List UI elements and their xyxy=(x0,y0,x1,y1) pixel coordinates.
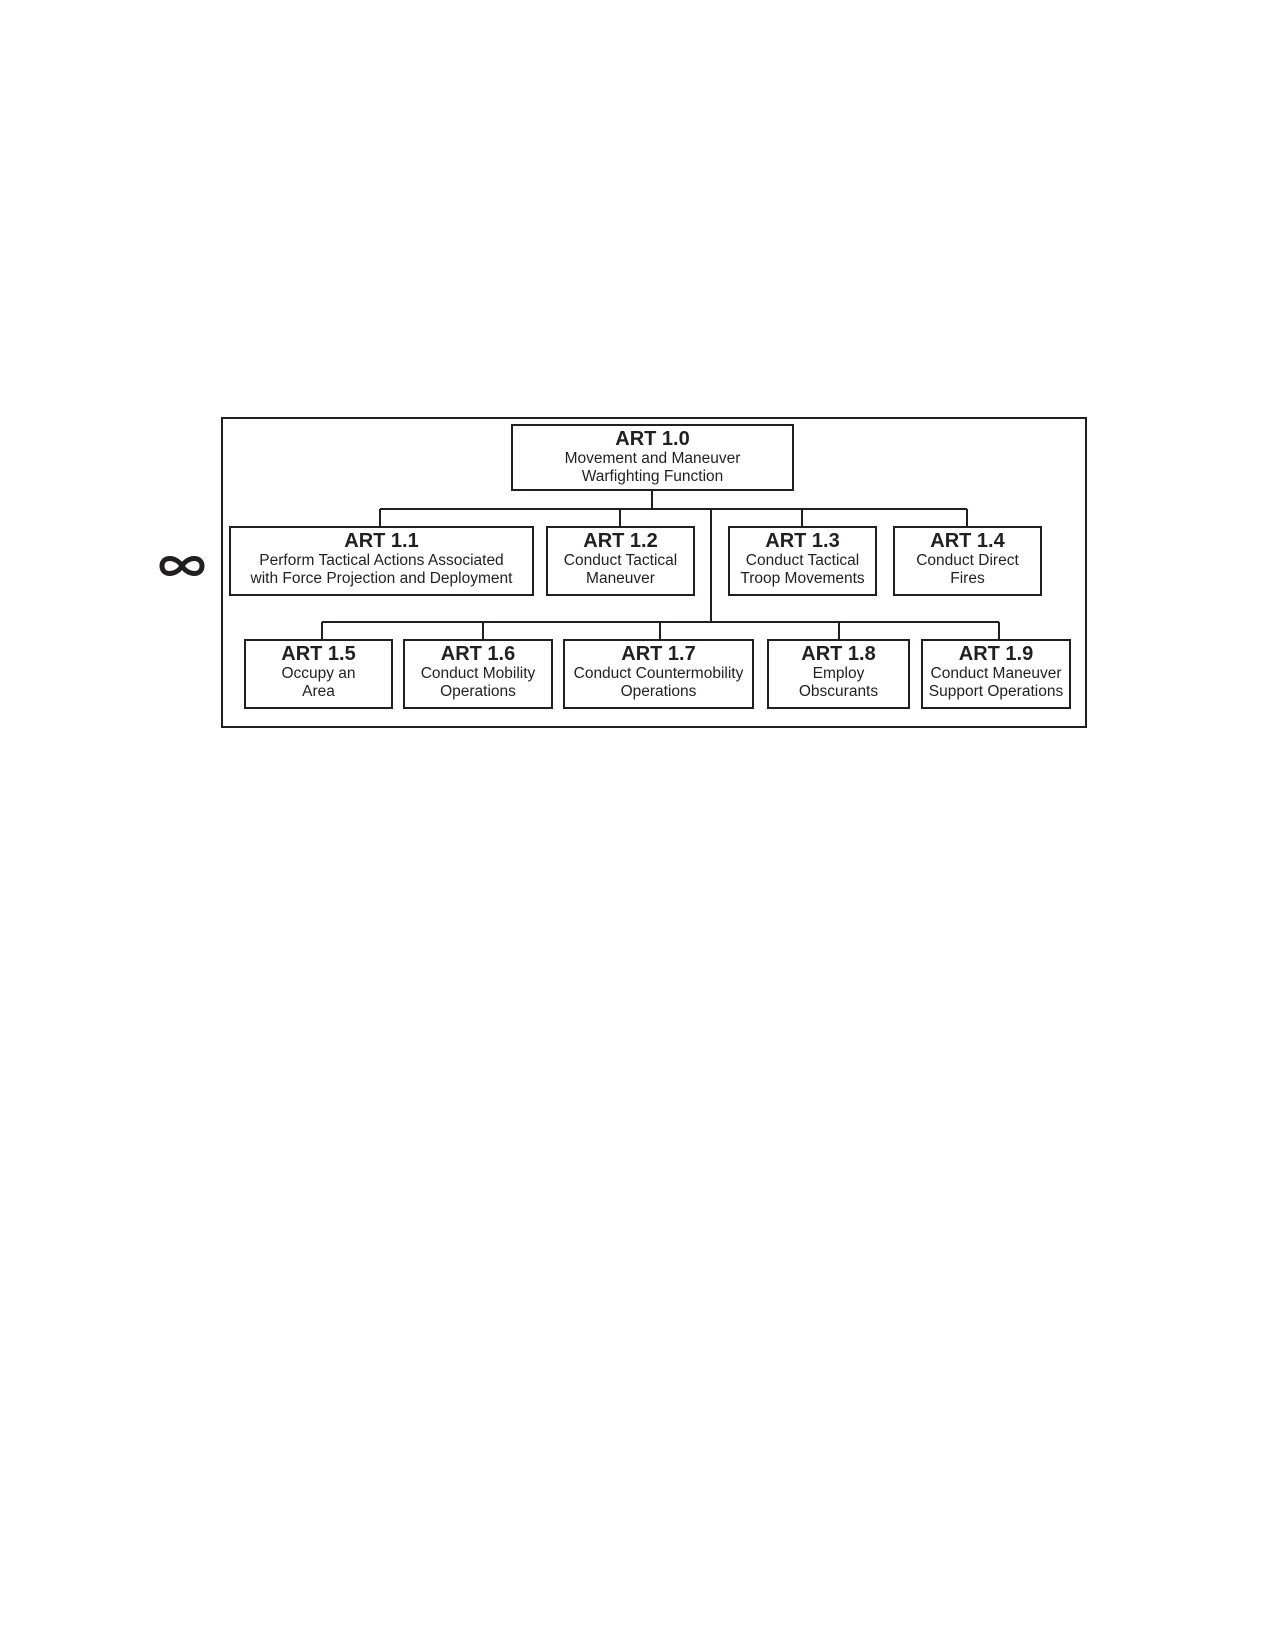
node-code: ART 1.0 xyxy=(615,428,690,450)
node-label: Perform Tactical Actions Associated with… xyxy=(250,552,513,587)
node-art-1-4: ART 1.4 Conduct Direct Fires xyxy=(893,526,1042,596)
node-code: ART 1.5 xyxy=(281,643,356,665)
node-art-1-7: ART 1.7 Conduct Countermobility Operatio… xyxy=(563,639,754,709)
node-code: ART 1.4 xyxy=(930,530,1005,552)
node-art-1-8: ART 1.8 Employ Obscurants xyxy=(767,639,910,709)
node-code: ART 1.8 xyxy=(801,643,876,665)
node-code: ART 1.1 xyxy=(344,530,419,552)
node-code: ART 1.7 xyxy=(621,643,696,665)
node-label: Conduct Tactical Maneuver xyxy=(563,552,678,587)
node-label: Conduct Countermobility Operations xyxy=(573,665,744,700)
node-label: Occupy an Area xyxy=(281,665,356,700)
node-label: Conduct Tactical Troop Movements xyxy=(740,552,865,587)
diagram-frame xyxy=(221,417,1087,728)
node-code: ART 1.6 xyxy=(440,643,516,665)
node-code: ART 1.3 xyxy=(765,530,840,552)
node-label: Employ Obscurants xyxy=(798,665,879,700)
node-label: Conduct Direct Fires xyxy=(916,552,1019,587)
node-art-1-3: ART 1.3 Conduct Tactical Troop Movements xyxy=(728,526,877,596)
node-art-1-6: ART 1.6 Conduct Mobility Operations xyxy=(403,639,553,709)
node-art-1-9: ART 1.9 Conduct Maneuver Support Operati… xyxy=(921,639,1071,709)
node-code: ART 1.2 xyxy=(583,530,658,552)
node-label: Movement and Maneuver Warfighting Functi… xyxy=(564,450,741,485)
infinity-icon xyxy=(159,556,205,576)
node-art-1-5: ART 1.5 Occupy an Area xyxy=(244,639,393,709)
node-code: ART 1.9 xyxy=(958,643,1034,665)
node-art-1-2: ART 1.2 Conduct Tactical Maneuver xyxy=(546,526,695,596)
node-art-1-0: ART 1.0 Movement and Maneuver Warfightin… xyxy=(511,424,794,491)
node-label: Conduct Mobility Operations xyxy=(420,665,536,700)
node-art-1-1: ART 1.1 Perform Tactical Actions Associa… xyxy=(229,526,534,596)
node-label: Conduct Maneuver Support Operations xyxy=(928,665,1064,700)
